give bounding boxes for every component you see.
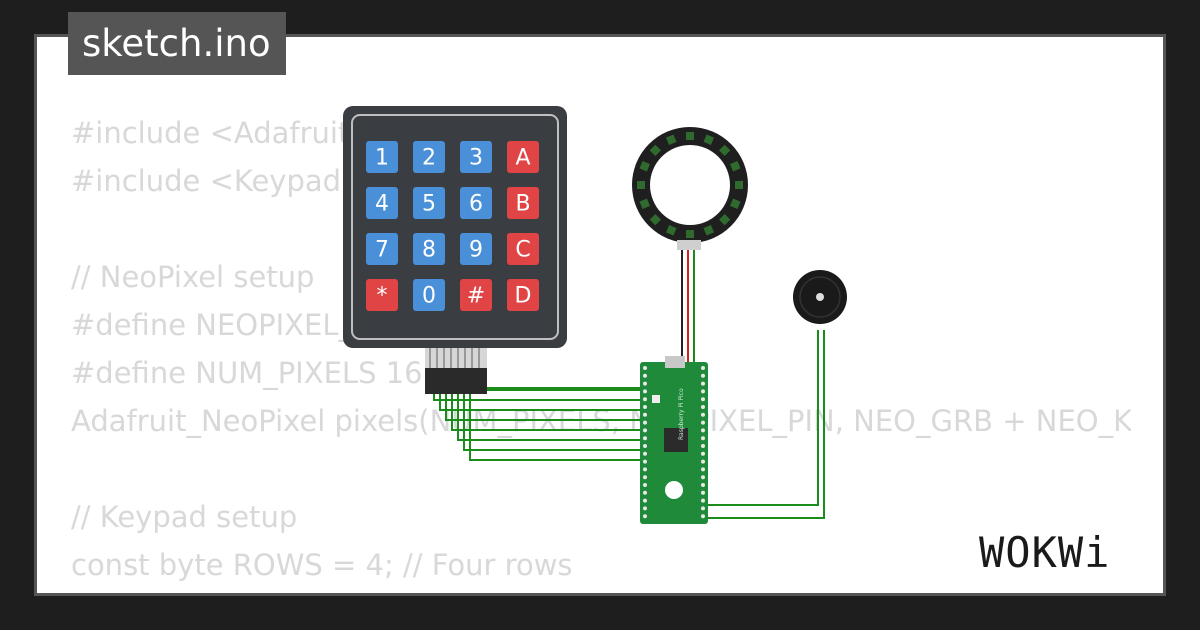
svg-text:2: 2 [422, 146, 436, 171]
svg-text:B: B [515, 192, 530, 217]
keypad-key-2[interactable]: 2 [413, 141, 445, 173]
svg-text:#: # [467, 284, 485, 309]
svg-text:*: * [377, 284, 388, 309]
keypad-key-1[interactable]: 1 [366, 141, 398, 173]
svg-text:7: 7 [375, 238, 389, 263]
keypad-key-4[interactable]: 4 [366, 187, 398, 219]
keypad-wires [428, 387, 640, 461]
keypad-key-6[interactable]: 6 [460, 187, 492, 219]
svg-text:0: 0 [422, 284, 436, 309]
keypad-key-9[interactable]: 9 [460, 233, 492, 265]
keypad-key-#[interactable]: # [460, 279, 492, 311]
keypad-key-*[interactable]: * [366, 279, 398, 311]
neopixel-ring [632, 127, 748, 250]
svg-text:D: D [515, 284, 532, 309]
svg-text:5: 5 [422, 192, 436, 217]
code-line: #define NUM_PIXELS 16 [71, 356, 423, 390]
ring-wires [681, 242, 705, 380]
code-line: // Keypad setup [71, 500, 298, 534]
keypad-key-7[interactable]: 7 [366, 233, 398, 265]
svg-text:C: C [515, 238, 530, 263]
svg-text:9: 9 [469, 238, 483, 263]
svg-text:4: 4 [375, 192, 389, 217]
board-label: Raspberry Pi Pico [678, 388, 685, 440]
keypad-key-A[interactable]: A [507, 141, 539, 173]
wokwi-logo: WOKWi [979, 528, 1110, 577]
svg-text:8: 8 [422, 238, 436, 263]
keypad-key-0[interactable]: 0 [413, 279, 445, 311]
keypad-connector [425, 348, 487, 394]
preview-card: #include <Adafruit_NeoPixel.h>#include <… [34, 34, 1166, 596]
keypad-key-5[interactable]: 5 [413, 187, 445, 219]
file-tab[interactable]: sketch.ino [68, 12, 286, 75]
svg-text:6: 6 [469, 192, 483, 217]
buzzer [793, 270, 847, 324]
code-line: const byte ROWS = 4; // Four rows [71, 548, 573, 582]
svg-text:3: 3 [469, 146, 483, 171]
keypad-key-3[interactable]: 3 [460, 141, 492, 173]
code-line: // NeoPixel setup [71, 260, 315, 294]
buzzer-wires [705, 330, 825, 519]
svg-text:1: 1 [375, 146, 389, 171]
keypad-key-8[interactable]: 8 [413, 233, 445, 265]
svg-text:A: A [515, 146, 530, 171]
keypad-key-B[interactable]: B [507, 187, 539, 219]
svg-text:WOKWi: WOKWi [979, 528, 1110, 577]
keypad: 1 2 3 A 4 5 6 B 7 8 9 C * 0 # D [343, 106, 567, 348]
keypad-key-D[interactable]: D [507, 279, 539, 311]
keypad-key-C[interactable]: C [507, 233, 539, 265]
pico-board: Raspberry Pi Pico [640, 356, 708, 524]
